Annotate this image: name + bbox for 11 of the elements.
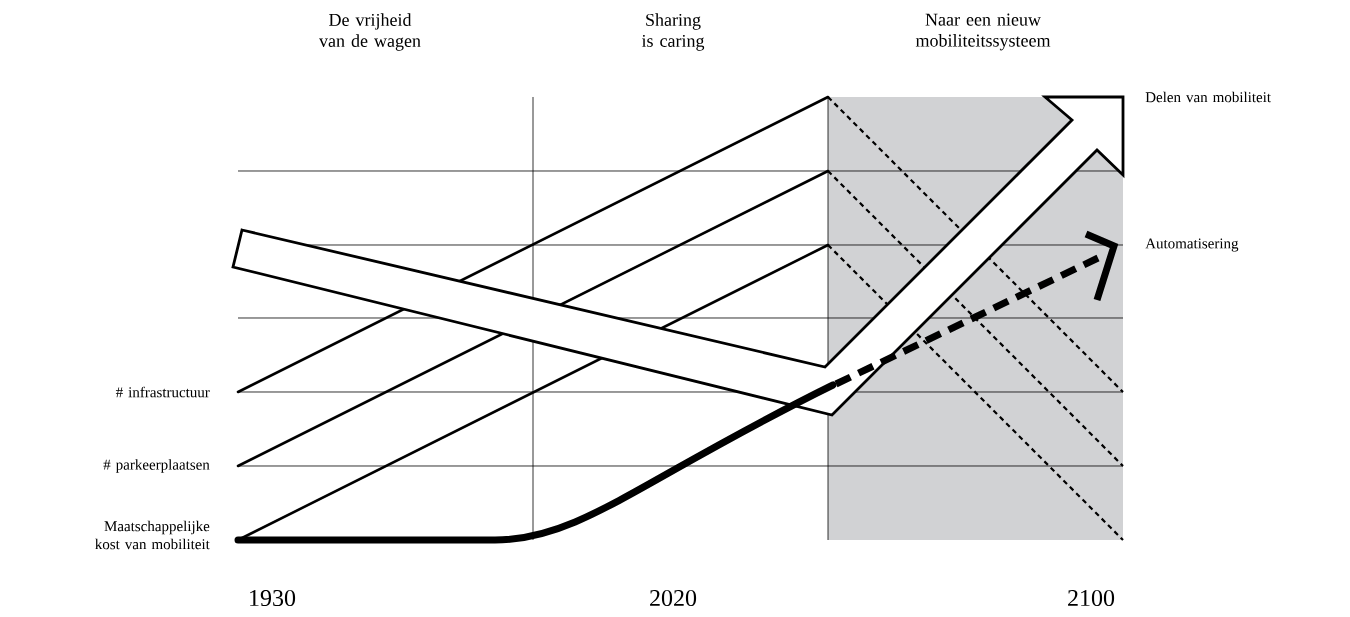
series-label: Automatisering [1145,238,1239,252]
series-label: Maatschappelijke kost van mobiliteit [95,520,210,550]
year-label: 1930 [250,589,296,607]
year-label: 2020 [650,589,697,607]
column-heading: Sharing is caring [641,13,705,51]
column-heading: Naar een nieuw mobiliteitssysteem [915,13,1051,51]
series-label: Delen van mobiliteit [1145,91,1271,103]
series-label: # infrastructuur [115,386,210,398]
column-heading: De vrijheid van de wagen [319,13,421,51]
year-label: 2100 [1068,589,1115,607]
series-label: # parkeerplaatsen [103,459,210,473]
